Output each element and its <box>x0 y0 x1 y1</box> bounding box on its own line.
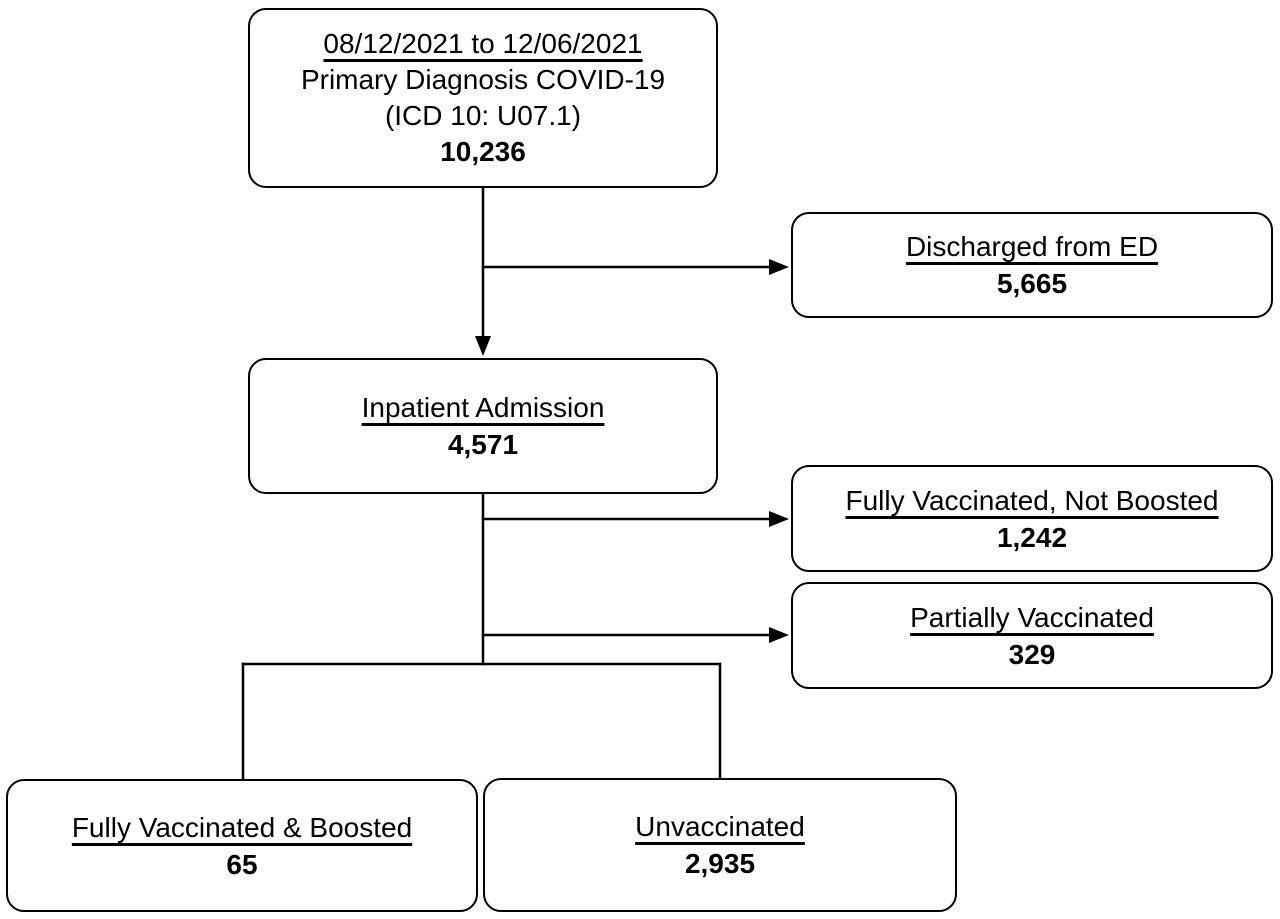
node-count: 65 <box>226 848 258 880</box>
node-unvaccinated: Unvaccinated 2,935 <box>483 778 957 912</box>
node-fully-vaccinated-boosted: Fully Vaccinated & Boosted 65 <box>6 779 478 912</box>
node-label: Partially Vaccinated <box>910 601 1154 633</box>
node-label: Fully Vaccinated, Not Boosted <box>845 484 1219 516</box>
node-partially-vaccinated: Partially Vaccinated 329 <box>791 582 1273 689</box>
node-count: 1,242 <box>996 521 1068 553</box>
node-count: 4,571 <box>447 429 519 460</box>
node-count: 5,665 <box>996 268 1068 299</box>
node-count: 2,935 <box>684 848 756 879</box>
arrowhead-right-fvnb <box>769 511 789 527</box>
node-label: Inpatient Admission <box>361 392 605 423</box>
diagnosis-label: Primary Diagnosis COVID-19 <box>300 64 666 95</box>
node-label: Discharged from ED <box>905 231 1159 262</box>
node-primary-diagnosis: 08/12/2021 to 12/06/2021 Primary Diagnos… <box>248 8 718 188</box>
node-count: 10,236 <box>440 136 526 167</box>
arrowhead-right-pv <box>769 627 789 643</box>
node-label: Fully Vaccinated & Boosted <box>71 811 413 843</box>
node-fully-vaccinated-not-boosted: Fully Vaccinated, Not Boosted 1,242 <box>791 465 1273 572</box>
node-label: Unvaccinated <box>635 811 805 842</box>
node-count: 329 <box>1008 638 1056 670</box>
arrowhead-right-discharged <box>769 259 789 275</box>
arrowhead-down-inpatient <box>475 336 491 356</box>
date-range-label: 08/12/2021 to 12/06/2021 <box>323 28 643 59</box>
icd-code-label: (ICD 10: U07.1) <box>384 100 582 131</box>
node-discharged-from-ed: Discharged from ED 5,665 <box>791 212 1273 318</box>
node-inpatient-admission: Inpatient Admission 4,571 <box>248 358 718 494</box>
